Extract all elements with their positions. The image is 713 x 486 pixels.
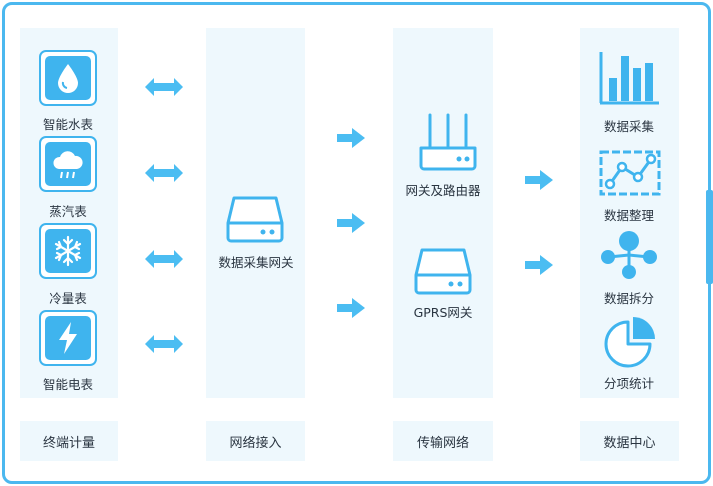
data-split-label: 数据拆分 [603, 291, 655, 306]
gprs-gateway-icon [414, 248, 472, 295]
double-arrow-icon [145, 250, 183, 268]
gateway-label: 数据采集网关 [218, 255, 294, 270]
right-arrow-icon [525, 255, 553, 275]
right-arrow-icon [337, 213, 365, 233]
router-label: 网关及路由器 [405, 183, 481, 198]
line-chart-icon [599, 150, 661, 196]
steam-meter-tile [39, 136, 97, 192]
right-arrow-icon [337, 298, 365, 318]
cooling-meter-tile [39, 223, 97, 279]
data-stats-label: 分项统计 [603, 376, 655, 391]
electric-meter-label: 智能电表 [42, 377, 94, 392]
frame-edge-tab [706, 190, 713, 284]
data-collect-label: 数据采集 [603, 119, 655, 134]
data-organize-label: 数据整理 [603, 208, 655, 223]
lightning-bolt-icon [59, 322, 77, 354]
footer-access: 网络接入 [206, 421, 305, 461]
steam-cloud-icon [53, 151, 83, 179]
footer-network: 传输网络 [393, 421, 493, 461]
router-icon [419, 113, 477, 171]
pie-chart-icon [604, 317, 655, 368]
footer-center: 数据中心 [580, 421, 679, 461]
water-drop-icon [58, 64, 78, 93]
gprs-gateway-label: GPRS网关 [413, 305, 473, 320]
split-network-icon [601, 231, 657, 279]
double-arrow-icon [145, 78, 183, 96]
cooling-meter-label: 冷量表 [49, 291, 87, 306]
snowflake-icon [54, 235, 82, 267]
footer-metering: 终端计量 [20, 421, 118, 461]
water-meter-label: 智能水表 [42, 117, 94, 132]
electric-meter-tile [39, 310, 97, 366]
double-arrow-icon [145, 164, 183, 182]
network-column [393, 28, 493, 398]
double-arrow-icon [145, 335, 183, 353]
steam-meter-label: 蒸汽表 [49, 204, 87, 219]
gateway-device-icon [226, 196, 284, 243]
water-meter-tile [39, 50, 97, 106]
right-arrow-icon [525, 170, 553, 190]
right-arrow-icon [337, 128, 365, 148]
bar-chart-icon [599, 52, 659, 105]
